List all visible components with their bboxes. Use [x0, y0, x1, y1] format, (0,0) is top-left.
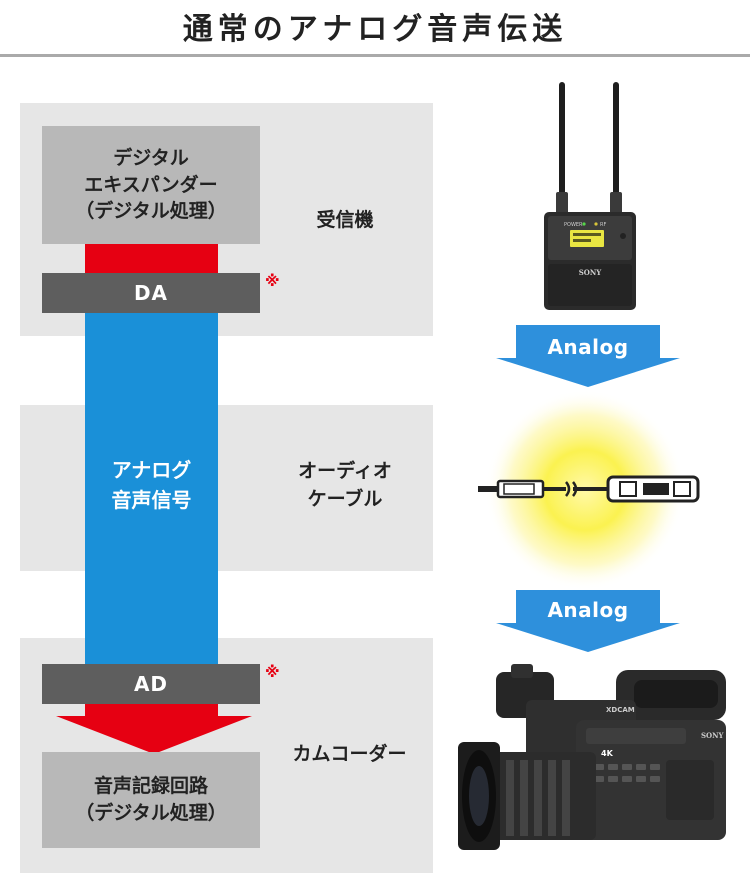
analog-signal-label: アナログ 音声信号	[111, 458, 192, 512]
camcorder-image: XDCAM SONY 4K	[458, 664, 726, 850]
audio-cable-image	[478, 390, 700, 590]
analog-arrow-bottom	[496, 590, 680, 652]
ad-note-mark: ※	[265, 663, 280, 681]
wireless-receiver-image: POWER RF SONY	[544, 82, 636, 310]
da-note-mark: ※	[265, 272, 280, 290]
analog-arrow-bottom-label: Analog	[547, 598, 629, 622]
audio-cable-label: オーディオ ケーブル	[298, 460, 392, 510]
camcorder-4k-badge: 4K	[601, 749, 614, 758]
page-title: 通常のアナログ音声伝送	[182, 12, 568, 47]
receiver-power-label: POWER	[564, 222, 583, 228]
receiver-brand-logo: SONY	[579, 268, 603, 277]
analog-arrow-top-label-wrap: Analog	[496, 335, 680, 361]
analog-arrow-bottom-label-wrap: Analog	[496, 598, 680, 624]
digital-signal-arrow-bottom	[56, 700, 252, 754]
audio-recording-circuit-box: 音声記録回路 （デジタル処理）	[42, 752, 260, 848]
camcorder-brand-logo: SONY	[701, 731, 725, 740]
camcorder-label: カムコーダー	[292, 743, 407, 765]
receiver-label: 受信機	[316, 209, 374, 231]
analog-arrow-top-label: Analog	[547, 335, 629, 359]
ad-converter: AD	[42, 664, 260, 704]
camcorder-model-badge: XDCAM	[606, 706, 635, 714]
receiver-rf-label: RF	[600, 222, 606, 228]
analog-signal-bar	[85, 312, 218, 666]
digital-expander-box: デジタル エキスパンダー （デジタル処理）	[42, 126, 260, 244]
digital-signal-bar-top	[85, 244, 218, 274]
title-divider	[0, 54, 750, 57]
da-converter: DA	[42, 273, 260, 313]
analog-arrow-top	[496, 325, 680, 387]
